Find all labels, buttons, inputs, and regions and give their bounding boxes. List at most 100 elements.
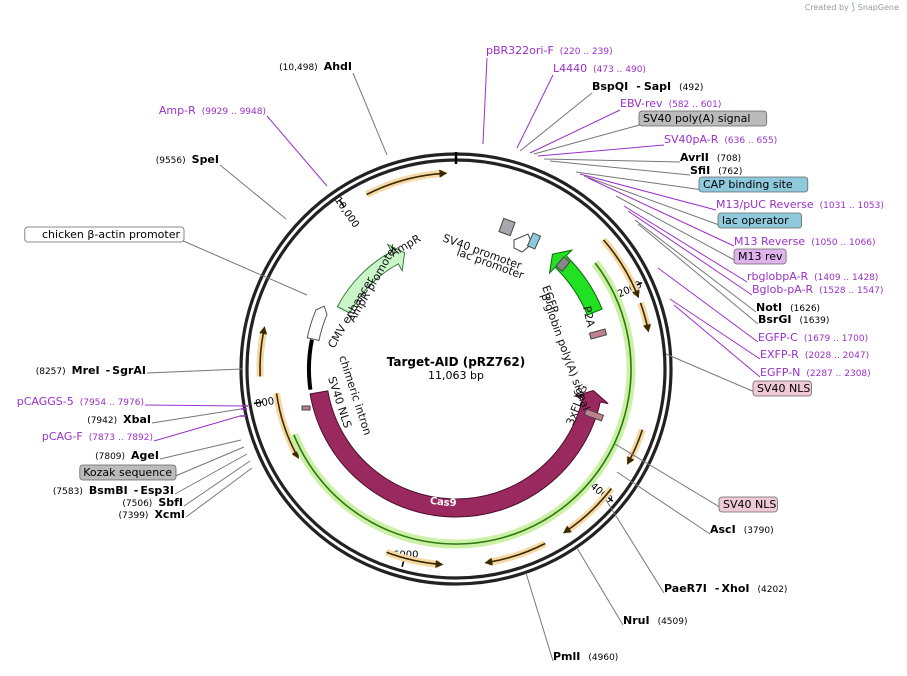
credit-prefix: Created by [804, 3, 849, 12]
egfp-c-name: EGFP-C [758, 331, 798, 344]
amp-r-text: Amp-R(9929 .. 9948) [159, 104, 266, 117]
avrii-name: AvrII [680, 151, 709, 164]
sv40-polya-feature [555, 256, 571, 272]
label-egfp-c: EGFP-C (1679 .. 1700) [758, 331, 868, 344]
leader-l4440 [516, 74, 554, 149]
label-asci: AscI(3790) [710, 523, 774, 536]
pcaggs-5-name: pCAGGS-5 [17, 395, 74, 408]
p2a-feature [588, 328, 608, 340]
leader-rbglobpa-r [623, 205, 748, 283]
outer-labels: pBR322ori-F(220 .. 239)L4440(473 .. 490)… [17, 44, 884, 663]
ahdi-text: (10,498)AhdI [279, 60, 352, 73]
mrei-sgrai-name: MreI [72, 364, 100, 377]
amp-r-name: Amp-R [159, 104, 196, 117]
l4440-coords: (473 .. 490) [593, 65, 646, 75]
leader-bsrgi [637, 223, 759, 325]
label-paer7i-xhoi: PaeR7I-XhoI(4202) [664, 582, 787, 595]
label-bsmbi-esp3i: (7583)BsmBI-Esp3I [53, 484, 174, 497]
ebv-rev-name: EBV-rev [620, 97, 663, 110]
m13-reverse-text: M13 Reverse(1050 .. 1066) [734, 235, 875, 248]
kozak-sequence-box [79, 464, 177, 481]
orf-arrow-0 [366, 169, 448, 196]
bspqi-sapi-dash: - [636, 80, 641, 93]
leader-bspqi-sapi [519, 92, 593, 152]
bsrgi-name: BsrGI [758, 313, 791, 326]
rbglobpa-r-coords: (1409 .. 1428) [814, 273, 878, 283]
leader-egfp-c [657, 267, 759, 343]
bspqi-sapi-name: BspQI [592, 80, 628, 93]
label-ahdi: (10,498)AhdI [279, 60, 352, 73]
exfp-r-coords: (2028 .. 2047) [805, 351, 869, 361]
egfp-n-name: EGFP-N [760, 366, 800, 379]
cap-binding-site-text: CAP binding site [703, 178, 793, 191]
xcmi-name: XcmI [154, 508, 185, 521]
bsmbi-esp3i-name: BsmBI [89, 484, 128, 497]
tick-3 [253, 401, 262, 405]
avrii-text: AvrII (708) [680, 151, 741, 164]
label-m13-reverse: M13 Reverse(1050 .. 1066) [734, 235, 875, 248]
l4440-name: L4440 [553, 62, 587, 75]
leader-sv40-nls-2 [614, 443, 724, 510]
pmli-name: PmlI [553, 650, 580, 663]
snapgene-credit: Created by ⟆ SnapGene [805, 2, 899, 13]
xcmi-text: (7399)XcmI [119, 508, 186, 521]
avrii-coords: (708) [717, 154, 741, 164]
paer7i-xhoi-text: PaeR7I-XhoI(4202) [664, 582, 787, 595]
label-mrei-sgrai: (8257)MreI-SgrAI [36, 364, 146, 377]
label-bglob-pa-r: Bglob-pA-R(1528 .. 1547) [752, 283, 883, 296]
nrui-name: NruI [623, 614, 650, 627]
bsmbi-esp3i-name2: Esp3I [140, 484, 174, 497]
label-kozak-sequence: Kozak sequence [79, 464, 177, 481]
cas9-arrow [309, 390, 609, 518]
sv40-promoter-feature [498, 217, 516, 237]
ebv-rev-text: EBV-rev (582 .. 601) [620, 97, 721, 110]
sv40pa-r-name: SV40pA-R [664, 133, 719, 146]
leader-sv40pa-r [537, 144, 665, 157]
nrui-text: NruI(4509) [623, 614, 688, 627]
bglob-pa-r-coords: (1528 .. 1547) [819, 286, 883, 296]
leader-chicken-actin-promoter [180, 239, 308, 296]
noti-text: NotI(1626) [756, 301, 820, 314]
asci-text: AscI(3790) [710, 523, 774, 536]
chicken-actin-promoter-text: chicken β-actin promoter [42, 228, 180, 241]
m13-puc-reverse-coords: (1031 .. 1053) [820, 201, 884, 211]
label-ebv-rev: EBV-rev (582 .. 601) [620, 97, 721, 110]
noti-coords: (1626) [790, 304, 820, 314]
chicken-actin-promoter-box [24, 226, 185, 243]
label-xcmi: (7399)XcmI [119, 508, 186, 521]
paer7i-xhoi-coords: (4202) [758, 585, 788, 595]
pbr322ori-f-name: pBR322ori-F [486, 44, 554, 57]
spei-coords: (9556) [156, 156, 186, 166]
bglob-pa-r-text: Bglob-pA-R(1528 .. 1547) [752, 283, 883, 296]
leader-nrui [576, 547, 624, 626]
label-sv40-nls-1: SV40 NLS [752, 380, 812, 397]
label-rbglobpa-r: rbglobpA-R(1409 .. 1428) [747, 270, 878, 283]
leader-pmli [525, 572, 554, 662]
leader-sv40-nls-1 [665, 353, 758, 394]
sfii-text: SfiI(762) [690, 164, 742, 177]
label-sv40pa-r: SV40pA-R(636 .. 655) [664, 133, 777, 146]
ampr-arrow [336, 243, 406, 314]
label-sbfi: (7506)SbfI [122, 496, 183, 509]
agei-coords: (7809) [95, 452, 125, 462]
orf-arrow-7 [275, 393, 299, 460]
sfii-coords: (762) [718, 167, 742, 177]
mrei-sgrai-dash: - [106, 364, 111, 377]
pcag-f-name: pCAG-F [42, 430, 83, 443]
cas9-label-text: Cas9 [429, 496, 457, 509]
pcag-f-text: pCAG-F(7873 .. 7892) [42, 430, 153, 443]
asci-name: AscI [710, 523, 736, 536]
cmv-enhancer-arrow [306, 305, 328, 341]
mrei-sgrai-text: (8257)MreI-SgrAI [36, 364, 146, 377]
bsrgi-text: BsrGI(1639) [758, 313, 829, 326]
ebv-rev-coords: (582 .. 601) [669, 100, 722, 110]
lac-operator-box [717, 212, 802, 229]
chicken-actin-promoter-arc [306, 339, 314, 390]
leader-bglob-pa-r [627, 210, 753, 296]
egfp-c-coords: (1679 .. 1700) [804, 334, 868, 344]
label-egfp-n: EGFP-N(2287 .. 2308) [760, 366, 871, 379]
label-lac-operator: lac operator [717, 212, 802, 229]
leader-m13-rev [615, 195, 739, 263]
bspqi-sapi-name2: SapI [644, 80, 671, 93]
pcaggs-5-text: pCAGGS-5(7954 .. 7976) [17, 395, 144, 408]
